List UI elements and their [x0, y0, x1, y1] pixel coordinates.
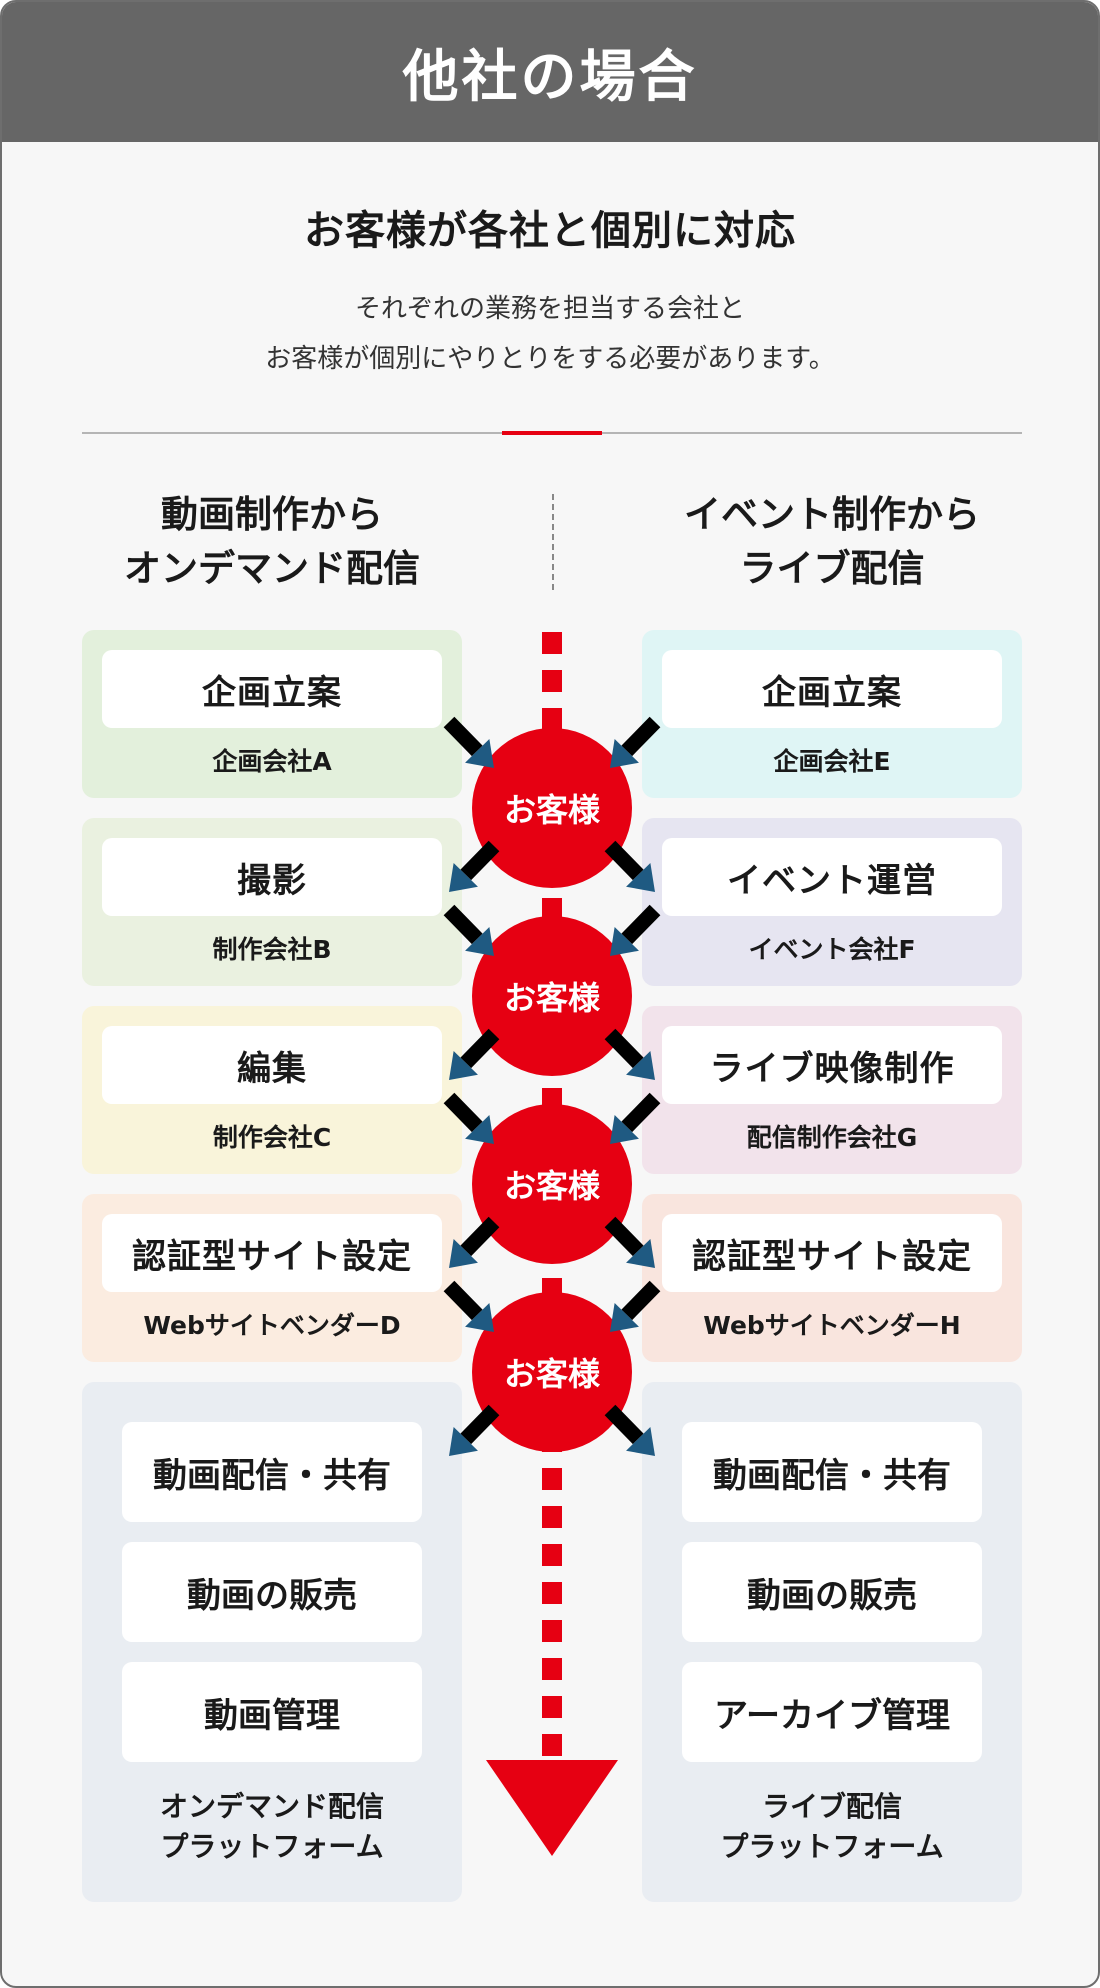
intro-description-line1: それぞれの業務を担当する会社と: [354, 294, 745, 324]
left-platform-box: 動画配信・共有 動画の販売 動画管理 オンデマンド配信 プラットフォーム: [82, 1382, 462, 1902]
stage-company: 制作会社B: [212, 935, 332, 964]
right-platform-box: 動画配信・共有 動画の販売 アーカイブ管理 ライブ配信 プラットフォーム: [642, 1382, 1022, 1902]
right-stage-planning: 企画立案 企画会社E: [642, 630, 1022, 798]
stage-company: 配信制作会社G: [746, 1123, 918, 1152]
right-column-title: イベント制作から ライブ配信: [642, 488, 1022, 596]
stage-task: 企画立案: [662, 650, 1002, 728]
platform-item: 動画配信・共有: [682, 1422, 982, 1522]
column-separator: [552, 494, 554, 590]
stage-company: WebサイトベンダーH: [703, 1311, 961, 1340]
customer-label: お客様: [503, 791, 600, 829]
stage-task: 認証型サイト設定: [102, 1214, 442, 1292]
platform-item: 動画配信・共有: [122, 1422, 422, 1522]
divider-accent: [502, 431, 602, 435]
platform-item: 動画管理: [122, 1662, 422, 1762]
stage-task: イベント運営: [662, 838, 1002, 916]
platform-label: オンデマンド配信 プラットフォーム: [82, 1787, 462, 1867]
right-title-line2: ライブ配信: [739, 547, 925, 590]
left-title-line1: 動画制作から: [161, 493, 383, 536]
stage-company: WebサイトベンダーD: [143, 1311, 401, 1340]
left-column-title: 動画制作から オンデマンド配信: [82, 488, 462, 596]
platform-item: 動画の販売: [682, 1542, 982, 1642]
right-stage-live-production: ライブ映像制作 配信制作会社G: [642, 1006, 1022, 1174]
platform-label-line2: プラットフォーム: [720, 1830, 944, 1863]
platform-item: アーカイブ管理: [682, 1662, 982, 1762]
right-title-line1: イベント制作から: [684, 493, 980, 536]
intro-subtitle: お客様が各社と個別に対応: [304, 208, 796, 254]
stage-company: イベント会社F: [748, 935, 916, 964]
stage-task: 企画立案: [102, 650, 442, 728]
stage-company: 制作会社C: [212, 1123, 332, 1152]
left-stage-planning: 企画立案 企画会社A: [82, 630, 462, 798]
platform-label-line2: プラットフォーム: [160, 1830, 384, 1863]
stage-company: 企画会社E: [773, 747, 891, 776]
right-stage-site-setup: 認証型サイト設定 WebサイトベンダーH: [642, 1194, 1022, 1362]
platform-item: 動画の販売: [122, 1542, 422, 1642]
left-stage-editing: 編集 制作会社C: [82, 1006, 462, 1174]
left-stage-site-setup: 認証型サイト設定 WebサイトベンダーD: [82, 1194, 462, 1362]
platform-label: ライブ配信 プラットフォーム: [642, 1787, 1022, 1867]
platform-label-line1: ライブ配信: [761, 1790, 902, 1823]
stage-task: 編集: [102, 1026, 442, 1104]
left-title-line2: オンデマンド配信: [124, 547, 420, 590]
stage-company: 企画会社A: [212, 747, 332, 776]
customer-label: お客様: [503, 979, 600, 1017]
platform-label-line1: オンデマンド配信: [159, 1790, 384, 1823]
panel-header: 他社の場合: [2, 2, 1098, 142]
customer-label: お客様: [503, 1167, 600, 1205]
left-stage-shooting: 撮影 制作会社B: [82, 818, 462, 986]
intro-description-line2: お客様が個別にやりとりをする必要があります。: [265, 344, 835, 374]
stage-task: ライブ映像制作: [662, 1026, 1002, 1104]
right-stage-event-operation: イベント運営 イベント会社F: [642, 818, 1022, 986]
flow-arrowhead-down: [486, 1760, 618, 1856]
panel-title: 他社の場合: [402, 44, 698, 110]
customer-label: お客様: [503, 1355, 600, 1393]
stage-task: 認証型サイト設定: [662, 1214, 1002, 1292]
stage-task: 撮影: [102, 838, 442, 916]
